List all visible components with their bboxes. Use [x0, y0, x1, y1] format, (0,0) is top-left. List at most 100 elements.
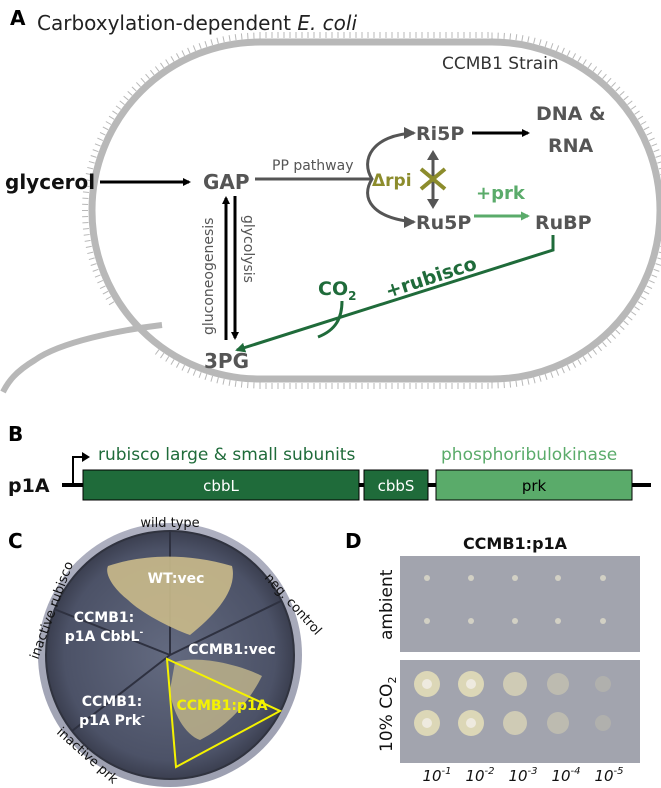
pilus: [587, 352, 592, 359]
pilus: [99, 285, 106, 289]
pilus: [577, 359, 582, 365]
pilus: [228, 35, 231, 42]
pilus: [204, 373, 208, 380]
pilus: [115, 105, 122, 110]
co2-spot-center: [466, 718, 476, 728]
gap-label: GAP: [203, 170, 250, 194]
dilution-labels: 10-1 10-2 10-3 10-4 10-5: [422, 766, 623, 785]
co2-spot: [547, 673, 569, 695]
pilus: [634, 306, 640, 311]
pilus: [102, 126, 109, 131]
pilus: [105, 296, 112, 300]
ri5p-label: Ri5P: [416, 123, 464, 145]
ambient-spot: [512, 618, 518, 624]
pilus: [651, 143, 658, 147]
ambient-spot: [600, 575, 606, 581]
dilution-label: 10-5: [594, 766, 623, 785]
pilus: [160, 62, 165, 69]
pilus: [123, 95, 129, 101]
ru5p-label: Ru5P: [416, 212, 471, 234]
ambient-spot: [555, 575, 561, 581]
cell-pili: [82, 32, 661, 389]
pilus: [181, 50, 186, 57]
pilus: [648, 280, 655, 284]
pilus: [97, 280, 104, 284]
pilus: [577, 56, 582, 62]
cbbs-gene: [363, 469, 429, 501]
pilus: [646, 285, 653, 289]
pilus: [83, 185, 90, 188]
rpi-arrow-down: [427, 199, 439, 209]
pilus: [509, 381, 512, 388]
pilus: [538, 375, 542, 382]
pilus: [170, 56, 175, 62]
co2-spot: [503, 711, 527, 735]
pilus: [658, 167, 661, 170]
co2-spot: [503, 672, 527, 696]
pilus: [216, 377, 219, 384]
pilus: [234, 380, 237, 387]
pilus: [150, 69, 155, 76]
pilus: [228, 379, 231, 386]
pp-arrowhead-top: [404, 127, 416, 139]
pilus: [566, 50, 571, 57]
pilus: [175, 53, 180, 59]
pilus: [204, 41, 208, 48]
pilus: [112, 110, 118, 115]
pilus: [643, 126, 650, 131]
panel-b-letter: B: [8, 422, 23, 446]
pilus: [627, 315, 633, 321]
pilus: [611, 82, 617, 88]
pilus: [653, 149, 660, 153]
prk-gene-label: phosphoribulokinase: [441, 445, 617, 465]
pilus: [611, 333, 617, 339]
pilus: [165, 59, 170, 65]
pilus: [630, 105, 637, 110]
pilus: [640, 296, 647, 300]
pilus: [646, 132, 653, 136]
pilus: [572, 362, 577, 368]
pilus: [615, 329, 621, 335]
pilus: [234, 34, 237, 41]
pilus: [572, 53, 577, 59]
3pg-label: 3PG: [204, 349, 249, 373]
ccmb1-vec-label: CCMB1:vec: [188, 642, 275, 658]
pilus: [561, 367, 565, 374]
co2-spot: [595, 676, 611, 692]
pilus: [630, 311, 637, 316]
pilus: [92, 149, 99, 153]
ambient-spot: [424, 575, 430, 581]
co2-condition-label: 10% CO2: [377, 677, 399, 752]
pilus: [538, 39, 542, 46]
wild-type-label: wild type: [140, 516, 199, 531]
sector-line-right: [169, 600, 282, 656]
pilus: [658, 251, 661, 254]
dilution-label: 10-2: [465, 766, 494, 785]
dilution-label: 10-4: [551, 766, 580, 785]
prk-label: +prk: [476, 183, 526, 204]
pilus: [131, 86, 137, 92]
pilus: [533, 37, 536, 44]
pilus: [592, 349, 598, 355]
pilus: [85, 173, 92, 176]
pp-pathway-label: PP pathway: [272, 158, 353, 174]
ccmb1-p1a-label: CCMB1:p1A: [176, 698, 267, 714]
pilus: [527, 36, 530, 43]
pilus: [555, 45, 560, 52]
rubisco-arrow: [235, 235, 555, 353]
pilus: [108, 301, 115, 306]
pilus: [192, 369, 197, 376]
pilus: [657, 257, 661, 260]
dna-label-1: DNA &: [536, 103, 606, 125]
pilus: [210, 375, 214, 382]
sector-line-left: [53, 608, 171, 656]
pilus: [544, 373, 548, 380]
pp-arrowhead-bottom: [404, 216, 416, 228]
pilus: [88, 160, 95, 164]
p1a-sector-highlight: [165, 657, 283, 769]
pilus: [222, 378, 225, 385]
wt-vec-label: WT:vec: [148, 571, 205, 587]
promoter-arrowhead: [82, 452, 90, 462]
pilus: [521, 379, 524, 386]
glycolysis-label: glycolysis: [240, 215, 256, 283]
